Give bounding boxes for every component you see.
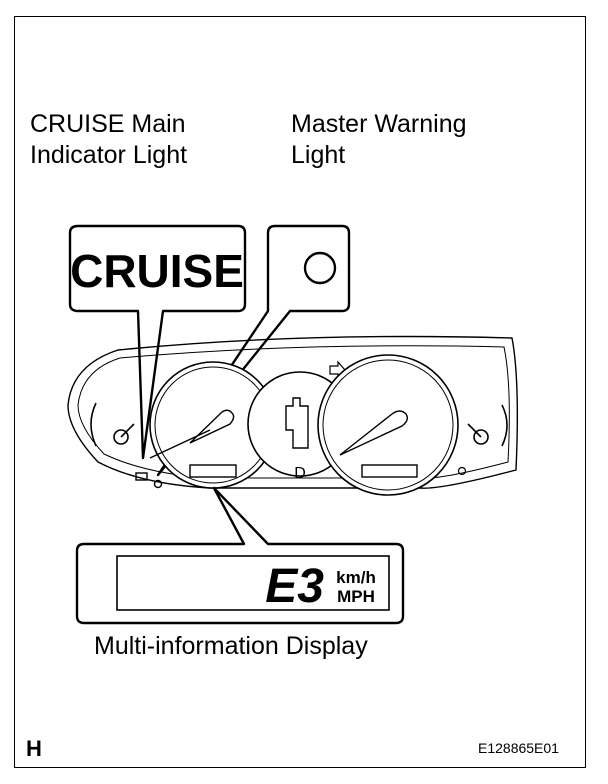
- figure-code: E128865E01: [478, 740, 559, 756]
- multi-info-display-callout: E3 km/h MPH: [75, 486, 405, 625]
- shift-indicator-d: D: [294, 465, 306, 482]
- cluster-housing: [67, 335, 519, 489]
- display-code: E3: [265, 560, 324, 613]
- figure-frame: [14, 16, 586, 768]
- circle-outline-icon: [303, 251, 337, 285]
- right-small-gauge: [457, 404, 508, 476]
- cruise-callout: CRUISE: [68, 224, 247, 460]
- display-unit-mph: MPH: [337, 587, 375, 606]
- cruise-main-label-line2: Indicator Light: [30, 141, 188, 169]
- cruise-indicator-text: CRUISE: [70, 245, 244, 297]
- corner-letter: H: [26, 736, 42, 761]
- multi-info-display-label: Multi-information Display: [94, 632, 368, 660]
- right-main-gauge: [317, 354, 459, 496]
- master-warning-label-line2: Light: [291, 141, 346, 169]
- cruise-main-indicator-label: CRUISE Main Indicator Light: [30, 109, 260, 171]
- master-warning-lamp: [153, 479, 163, 489]
- multi-info-screen: [116, 555, 390, 611]
- master-warning-label-line1: Master Warning: [291, 110, 467, 138]
- cruise-main-label-line1: CRUISE Main: [30, 110, 186, 138]
- left-small-gauge: [90, 402, 135, 447]
- master-warning-light-label: Master Warning Light: [291, 109, 521, 171]
- display-unit-kmh: km/h: [336, 568, 376, 587]
- cruise-main-indicator-lamp: [135, 472, 148, 481]
